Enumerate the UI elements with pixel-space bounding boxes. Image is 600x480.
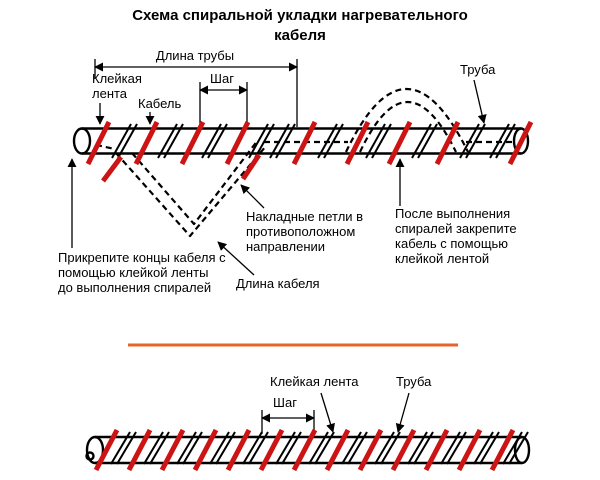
cable-wrap <box>314 431 335 465</box>
tape-mark <box>423 428 450 472</box>
tape-mark <box>456 428 483 472</box>
tape-marks-top <box>85 120 534 183</box>
cable-wrap <box>446 431 467 465</box>
cable-wrap <box>209 431 230 465</box>
step-label-bottom: Шаг <box>273 395 297 410</box>
cable-wrap <box>459 123 480 159</box>
cable-wraps-bottom <box>110 431 529 465</box>
cable-wrap <box>413 431 434 465</box>
cable-wrap <box>275 123 296 159</box>
cable-wrap <box>371 123 392 159</box>
adhesive-tape-label-bottom: Клейкая лента <box>270 374 359 389</box>
cable-wrap <box>110 431 131 465</box>
tape-mark <box>324 428 351 472</box>
cable-label: Кабель <box>138 96 182 111</box>
tape-marks-bottom <box>93 428 516 472</box>
cable-wrap <box>117 123 138 159</box>
tape-mark <box>258 428 285 472</box>
tape-mark <box>489 428 516 472</box>
cable-wrap <box>502 431 523 465</box>
cable-wrap <box>254 123 275 159</box>
adhesive-tape-label-top: Клейкая лента <box>92 71 142 101</box>
tape-mark <box>434 120 461 166</box>
tape-mark <box>386 120 413 166</box>
cable-wrap <box>248 431 269 465</box>
diagram-title: Схема спиральной укладки нагревательного… <box>132 7 468 44</box>
cable-wrap <box>323 123 344 159</box>
cable-wrap <box>149 431 170 465</box>
tape-mark <box>159 428 186 472</box>
tape-mark <box>390 428 417 472</box>
cable-wrap <box>365 123 386 159</box>
cable-wrap <box>116 431 137 465</box>
cable-wrap <box>407 431 428 465</box>
cable-wrap <box>317 123 338 159</box>
cable-wrap <box>411 123 432 159</box>
leader-lines <box>67 79 487 433</box>
cable-wrap <box>489 123 510 159</box>
loops-note: Накладные петли в противоположном направ… <box>246 209 364 254</box>
cable-wrap <box>473 431 494 465</box>
cable-wrap <box>182 431 203 465</box>
cable-wraps-top <box>111 123 516 159</box>
tape-mark <box>192 428 219 472</box>
cable-wrap <box>465 123 486 159</box>
tape-mark <box>507 120 534 166</box>
tape-mark <box>357 428 384 472</box>
after-spirals-note: После выполнения спиралей закрепите кабе… <box>395 206 517 266</box>
tape-mark <box>240 153 262 181</box>
cable-length-label: Длина кабеля <box>236 276 320 291</box>
pipe-label-top: Труба <box>460 62 496 77</box>
cable-wrap <box>417 123 438 159</box>
tape-mark <box>85 120 112 166</box>
pipe-label-bottom: Труба <box>396 374 432 389</box>
cable-wrap <box>163 123 184 159</box>
cable-wrap <box>374 431 395 465</box>
cable-wrap <box>341 431 362 465</box>
cable-wrap <box>440 431 461 465</box>
cable-wrap <box>269 123 290 159</box>
dimension-lines <box>94 59 315 434</box>
cable-wrap <box>242 431 263 465</box>
cable-wrap <box>176 431 197 465</box>
tape-mark <box>126 428 153 472</box>
cable-wrap <box>215 431 236 465</box>
step-label-top: Шаг <box>210 71 234 86</box>
cable-wrap <box>143 431 164 465</box>
cable-wrap <box>495 123 516 159</box>
cable-wrap <box>281 431 302 465</box>
tape-mark <box>291 120 318 166</box>
attach-ends-note: Прикрепите концы кабеля с помощью клейко… <box>58 250 226 295</box>
cable-wrap <box>308 431 329 465</box>
cable-wrap <box>380 431 401 465</box>
tape-mark <box>291 428 318 472</box>
cable-wrap <box>207 123 228 159</box>
cable-wrap <box>248 123 269 159</box>
tape-mark <box>179 120 206 166</box>
cable-wrap <box>157 123 178 159</box>
tape-mark <box>225 428 252 472</box>
cable-wrap <box>275 431 296 465</box>
pipe-length-label: Длина трубы <box>155 48 235 63</box>
tape-mark <box>133 120 160 166</box>
tape-mark <box>93 428 120 472</box>
cable-wrap <box>508 431 529 465</box>
cable-end-tip <box>85 451 95 461</box>
cable-wrap <box>479 431 500 465</box>
cable-wrap <box>111 123 132 159</box>
cable-wrap <box>201 123 222 159</box>
tape-mark <box>344 120 371 166</box>
tape-mark <box>101 155 123 183</box>
tape-mark <box>224 120 251 166</box>
cable-wrap <box>347 431 368 465</box>
